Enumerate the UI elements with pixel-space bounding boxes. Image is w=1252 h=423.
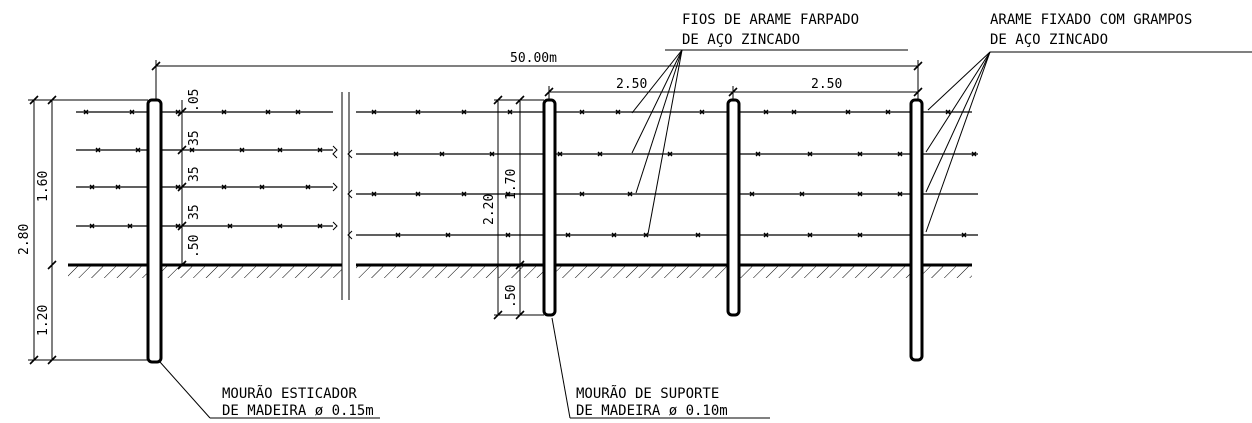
- ground: [68, 263, 972, 278]
- support-post-1: [542, 98, 557, 317]
- support-post-note-line-1: MOURÃO DE SUPORTE: [576, 385, 719, 402]
- dim-wire-gap-3: 35: [187, 166, 202, 182]
- dim-spacing-1: 2.50: [616, 77, 647, 92]
- wire-note-line-1: FIOS DE ARAME FARPADO: [682, 12, 859, 28]
- dim-support-below: .50: [504, 285, 519, 308]
- dim-wire-gap-4: 35: [187, 204, 202, 220]
- staple-note-line-1: ARAME FIXADO COM GRAMPOS: [990, 12, 1192, 28]
- dim-support-above: 1.70: [504, 169, 519, 200]
- support-post-3: [909, 98, 924, 362]
- wire-note-line-2: DE AÇO ZINCADO: [682, 32, 800, 48]
- support-post-note-line-2: DE MADEIRA ø 0.10m: [576, 403, 728, 419]
- dim-wire-gap-1: .05: [187, 89, 202, 112]
- support-post-2: [726, 98, 741, 317]
- staple-note-line-2: DE AÇO ZINCADO: [990, 32, 1108, 48]
- dim-total-length: 50.00m: [510, 51, 557, 66]
- dim-wire-gap-5: .50: [187, 235, 202, 258]
- wire-barbs: [83, 109, 977, 238]
- dim-above-ground: 1.60: [36, 171, 51, 202]
- dim-below-ground: 1.20: [36, 305, 51, 336]
- ground-hatch-right: [356, 266, 972, 278]
- end-post-note-line-2: DE MADEIRA ø 0.15m: [222, 403, 374, 419]
- ground-hatch-left: [68, 266, 342, 278]
- break-lines: [341, 92, 350, 300]
- dim-wire-gap-2: 35: [187, 130, 202, 146]
- end-post-note-line-1: MOURÃO ESTICADOR: [222, 385, 357, 402]
- dimension-ticks: [29, 61, 923, 365]
- dim-support-length: 2.20: [482, 194, 497, 225]
- posts: [146, 98, 924, 364]
- barbed-wires: [76, 111, 978, 236]
- dim-spacing-2: 2.50: [811, 77, 842, 92]
- end-post: [146, 98, 163, 364]
- wire-break-ticks: [332, 145, 353, 240]
- leader-lines: [159, 49, 1252, 419]
- dim-total-height: 2.80: [17, 224, 32, 255]
